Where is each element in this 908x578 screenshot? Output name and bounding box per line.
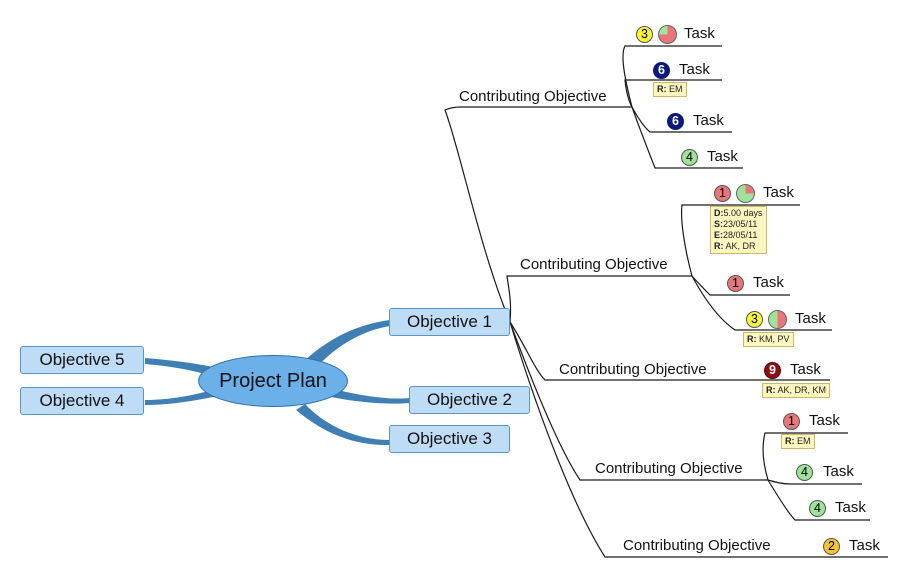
line-t5 bbox=[680, 204, 800, 277]
task-4[interactable]: Task bbox=[707, 148, 738, 165]
line-t11 bbox=[767, 479, 870, 521]
priority-icon: 3 bbox=[746, 311, 763, 328]
arm-objective-4 bbox=[145, 390, 218, 405]
task-note: R: EM bbox=[653, 82, 687, 97]
line-co-2 bbox=[506, 275, 692, 323]
line-co-3 bbox=[509, 321, 732, 381]
contributing-objective-5[interactable]: Contributing Objective bbox=[623, 537, 771, 554]
task-note: R: KM, PV bbox=[743, 332, 794, 347]
contributing-objective-3[interactable]: Contributing Objective bbox=[559, 361, 707, 378]
priority-icon: 6 bbox=[667, 113, 684, 130]
progress-pie-icon bbox=[736, 184, 755, 203]
line-t9 bbox=[762, 432, 848, 481]
task-9[interactable]: Task bbox=[809, 412, 840, 429]
progress-pie-icon bbox=[658, 25, 677, 44]
line-t6 bbox=[691, 275, 790, 296]
task-1[interactable]: Task bbox=[684, 25, 715, 42]
objective-3[interactable]: Objective 3 bbox=[389, 425, 510, 453]
priority-icon: 1 bbox=[727, 275, 744, 292]
contributing-objective-4[interactable]: Contributing Objective bbox=[595, 460, 743, 477]
priority-icon: 3 bbox=[636, 26, 653, 43]
priority-icon: 2 bbox=[823, 538, 840, 555]
priority-icon: 1 bbox=[783, 413, 800, 430]
line-co-4 bbox=[509, 321, 768, 481]
task-5[interactable]: Task bbox=[763, 184, 794, 201]
task-10[interactable]: Task bbox=[823, 463, 854, 480]
central-topic[interactable]: Project Plan bbox=[198, 355, 348, 407]
arm-objective-2 bbox=[326, 388, 410, 404]
contributing-objective-2[interactable]: Contributing Objective bbox=[520, 256, 668, 273]
line-t3 bbox=[631, 106, 732, 133]
task-note: R: AK, DR, KM bbox=[762, 383, 831, 398]
arm-objective-3 bbox=[296, 404, 390, 446]
arm-objective-1 bbox=[300, 320, 390, 372]
task-12[interactable]: Task bbox=[849, 537, 880, 554]
line-t4 bbox=[631, 106, 743, 169]
objective-1[interactable]: Objective 1 bbox=[389, 308, 510, 336]
line-t7 bbox=[691, 275, 832, 331]
line-t2 bbox=[624, 79, 722, 108]
task-6[interactable]: Task bbox=[753, 274, 784, 291]
line-t10 bbox=[767, 479, 862, 485]
task-note: D:5.00 days S:23/05/11 E:28/05/11 R: AK,… bbox=[710, 206, 767, 254]
line-t1 bbox=[622, 45, 722, 108]
priority-icon: 4 bbox=[809, 500, 826, 517]
objective-4[interactable]: Objective 4 bbox=[20, 387, 144, 415]
line-co-1 bbox=[444, 106, 632, 323]
task-7[interactable]: Task bbox=[795, 310, 826, 327]
objective-2[interactable]: Objective 2 bbox=[409, 386, 530, 414]
line-co-5 bbox=[509, 321, 796, 558]
contributing-objective-1[interactable]: Contributing Objective bbox=[459, 88, 607, 105]
arm-objective-5 bbox=[145, 358, 218, 376]
priority-icon: 1 bbox=[714, 185, 731, 202]
priority-icon: 6 bbox=[653, 62, 670, 79]
task-2[interactable]: Task bbox=[679, 61, 710, 78]
priority-icon: 4 bbox=[796, 464, 813, 481]
priority-icon: 4 bbox=[681, 149, 698, 166]
task-11[interactable]: Task bbox=[835, 499, 866, 516]
priority-icon: 9 bbox=[764, 362, 781, 379]
task-3[interactable]: Task bbox=[693, 112, 724, 129]
task-note: R: EM bbox=[781, 434, 815, 449]
progress-pie-icon bbox=[768, 310, 787, 329]
task-8[interactable]: Task bbox=[790, 361, 821, 378]
objective-5[interactable]: Objective 5 bbox=[20, 346, 144, 374]
